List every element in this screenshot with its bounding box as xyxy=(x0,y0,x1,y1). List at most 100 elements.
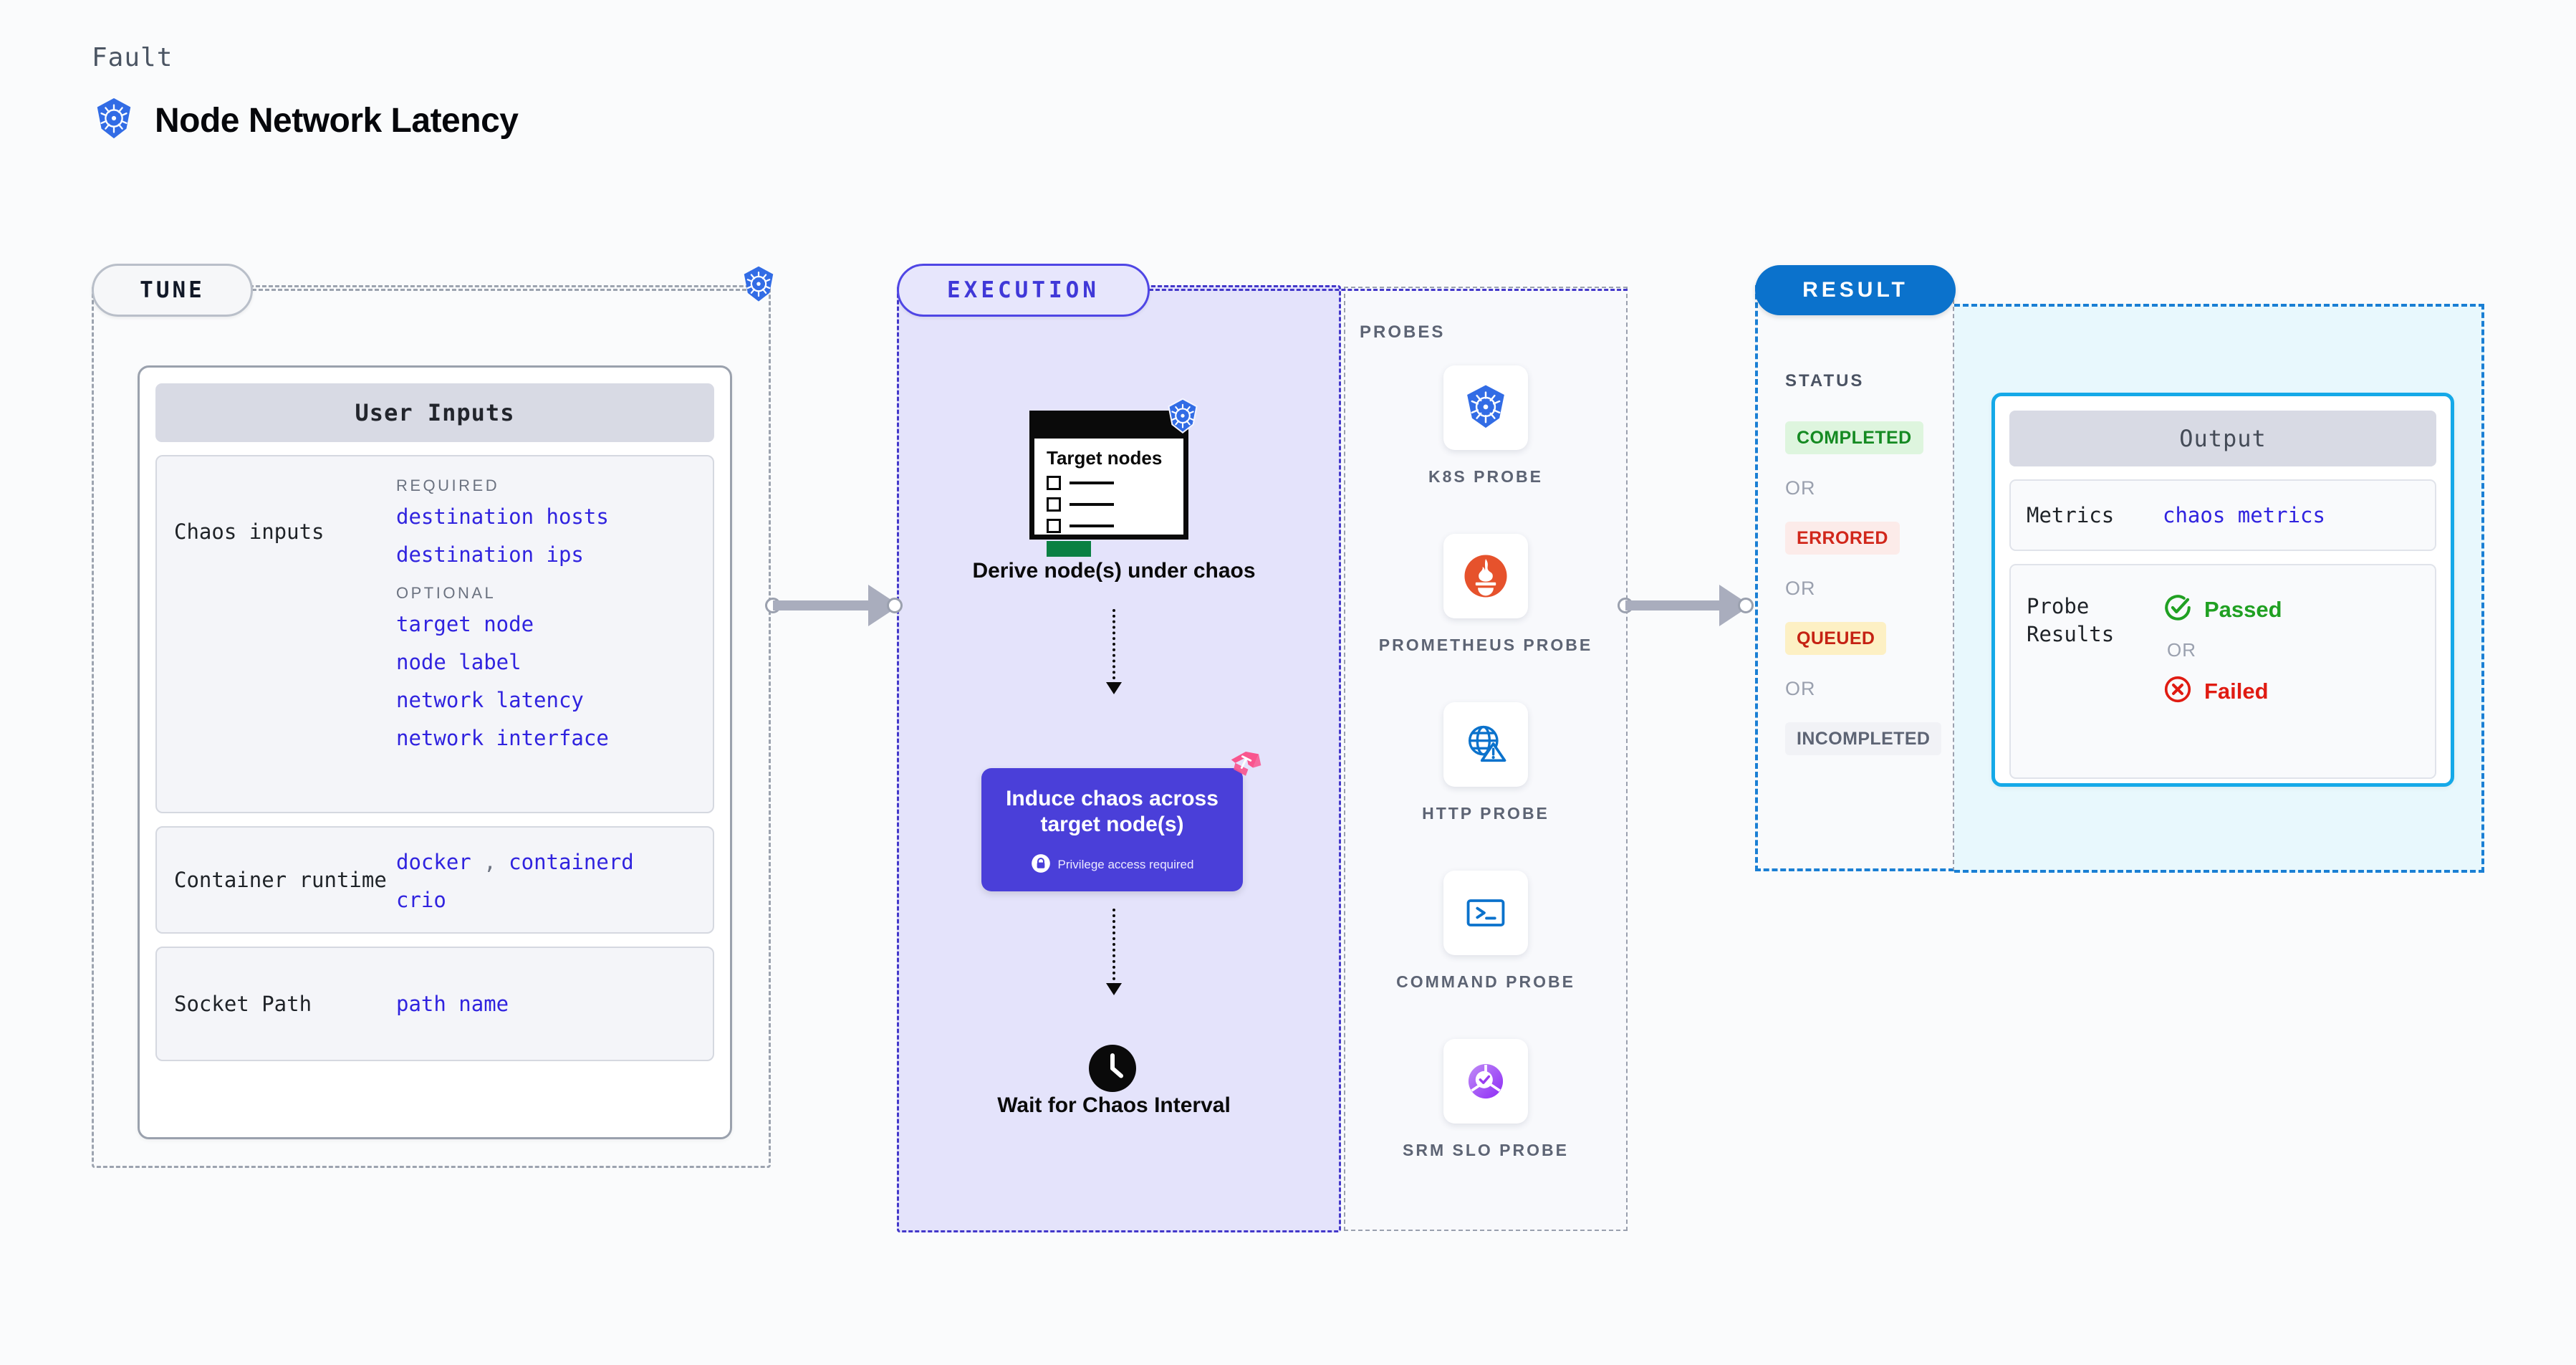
clock-icon xyxy=(1087,1043,1138,1098)
runtime-containerd[interactable]: containerd xyxy=(509,850,634,874)
placeholder-line xyxy=(1070,502,1114,506)
status-badge-errored: ERRORED xyxy=(1785,522,1900,555)
socket-path-value[interactable]: path name xyxy=(396,991,509,1016)
chaos-inputs-key: Chaos inputs xyxy=(174,519,325,544)
or-separator: OR xyxy=(2167,639,2196,661)
input-node-label[interactable]: node label xyxy=(396,650,522,674)
probe-results-key: Probe Results xyxy=(2027,594,2115,647)
input-target-node[interactable]: target node xyxy=(396,612,534,636)
probe-result-passed: Passed xyxy=(2163,593,2282,626)
check-circle-icon xyxy=(2163,593,2193,626)
kubernetes-icon xyxy=(92,97,136,145)
kubernetes-icon xyxy=(739,265,778,307)
output-card: Output Metrics chaos metrics Probe Resul… xyxy=(1991,393,2454,787)
terminal-icon xyxy=(1443,871,1528,955)
probe-failed-label: Failed xyxy=(2204,678,2269,704)
probe-label: HTTP PROBE xyxy=(1422,804,1549,823)
flow-arrow-1-head xyxy=(1106,682,1122,694)
probe-item-prometheus[interactable]: PROMETHEUS PROBE xyxy=(1344,534,1628,656)
required-group-label: REQUIRED xyxy=(396,476,500,494)
execution-pill[interactable]: EXECUTION xyxy=(897,264,1150,317)
checkbox-icon xyxy=(1047,518,1061,533)
tune-region xyxy=(92,285,771,1168)
runtime-values-line-1[interactable]: docker , containerd xyxy=(396,852,698,873)
induce-chaos-card[interactable]: Induce chaos across target node(s) Privi… xyxy=(981,768,1243,891)
eyebrow-label: Fault xyxy=(92,43,173,72)
window-body: Target nodes xyxy=(1047,447,1175,557)
or-separator: OR xyxy=(1785,678,1816,699)
output-title: Output xyxy=(2009,411,2436,466)
probe-result-failed: Failed xyxy=(2163,674,2282,708)
window-titlebar xyxy=(1034,416,1183,439)
induce-chaos-title: Induce chaos across target node(s) xyxy=(1006,786,1219,836)
status-region xyxy=(1755,285,1954,871)
flow-arrow-2 xyxy=(1112,909,1115,986)
probe-results-values: Passed OR Failed xyxy=(2163,593,2282,777)
execution-dashed-connector xyxy=(1149,289,1628,291)
privilege-note: Privilege access required xyxy=(1031,853,1194,877)
input-network-interface[interactable]: network interface xyxy=(396,726,609,750)
srm-slo-donut-icon xyxy=(1443,1039,1528,1124)
socket-path-key: Socket Path xyxy=(174,992,312,1017)
placeholder-line xyxy=(1070,481,1114,484)
placeholder-line xyxy=(1070,524,1114,527)
probe-results-row: Probe Results Passed OR xyxy=(2009,564,2436,779)
metrics-key: Metrics xyxy=(2027,503,2115,527)
or-separator: OR xyxy=(1785,578,1816,599)
target-nodes-figure: Target nodes xyxy=(1029,398,1198,557)
socket-path-values: path name xyxy=(396,991,698,1016)
status-badge-incompleted: INCOMPLETED xyxy=(1785,722,1942,755)
chaos-inputs-block: Chaos inputs REQUIRED destination hosts … xyxy=(155,455,714,813)
probe-label: COMMAND PROBE xyxy=(1396,972,1575,991)
optional-group-label: OPTIONAL xyxy=(396,584,496,602)
node-row xyxy=(1047,518,1175,533)
chaos-inputs-values: REQUIRED destination hosts destination i… xyxy=(396,476,698,749)
input-destination-ips[interactable]: destination ips xyxy=(396,542,584,567)
input-network-latency[interactable]: network latency xyxy=(396,688,584,712)
privilege-note-text: Privilege access required xyxy=(1057,858,1194,871)
tune-pill[interactable]: TUNE xyxy=(92,264,253,317)
confirm-bar xyxy=(1047,540,1091,557)
page-title: Node Network Latency xyxy=(155,102,519,140)
probe-label: SRM SLO PROBE xyxy=(1403,1141,1569,1159)
node-row xyxy=(1047,475,1175,490)
x-circle-icon xyxy=(2163,674,2193,708)
probe-item-http[interactable]: HTTP PROBE xyxy=(1344,702,1628,825)
user-inputs-title: User Inputs xyxy=(155,383,714,442)
connector-execution-to-result xyxy=(1618,583,1754,628)
lock-icon xyxy=(1031,853,1051,877)
node-row xyxy=(1047,497,1175,512)
runtime-docker[interactable]: docker xyxy=(396,850,471,874)
probe-label: PROMETHEUS PROBE xyxy=(1378,636,1593,654)
status-badge-queued: QUEUED xyxy=(1785,622,1887,655)
container-runtime-values: docker , containerd crio xyxy=(396,849,698,911)
probe-item-srm-slo[interactable]: SRM SLO PROBE xyxy=(1344,1039,1628,1162)
kubernetes-icon xyxy=(1443,365,1528,450)
tune-dashed-connector xyxy=(252,289,746,291)
wait-interval-caption: Wait for Chaos Interval xyxy=(997,1093,1231,1117)
input-destination-hosts[interactable]: destination hosts xyxy=(396,504,609,529)
http-globe-warning-icon xyxy=(1443,702,1528,787)
tune-pill-label: TUNE xyxy=(140,277,205,303)
runtime-crio[interactable]: crio xyxy=(396,888,446,912)
target-nodes-heading: Target nodes xyxy=(1047,447,1163,469)
status-title: STATUS xyxy=(1785,371,1865,391)
result-pill[interactable]: RESULT xyxy=(1755,265,1956,315)
container-runtime-block: Container runtime docker , containerd cr… xyxy=(155,826,714,934)
probe-label: K8S PROBE xyxy=(1428,467,1543,486)
kubernetes-icon xyxy=(1164,398,1201,439)
or-separator: OR xyxy=(1785,477,1816,499)
metrics-row: Metrics chaos metrics xyxy=(2009,479,2436,551)
probe-passed-label: Passed xyxy=(2204,596,2282,622)
derive-nodes-caption: Derive node(s) under chaos xyxy=(972,559,1256,583)
probe-item-k8s[interactable]: K8S PROBE xyxy=(1344,365,1628,488)
probe-item-command[interactable]: COMMAND PROBE xyxy=(1344,871,1628,993)
metrics-value[interactable]: chaos metrics xyxy=(2163,503,2325,527)
runtime-separator: , xyxy=(484,850,496,874)
prometheus-icon xyxy=(1443,534,1528,618)
socket-path-block: Socket Path path name xyxy=(155,947,714,1061)
status-badge-completed: COMPLETED xyxy=(1785,421,1923,454)
container-runtime-key: Container runtime xyxy=(174,868,387,893)
result-dashed-connector xyxy=(1954,304,2484,307)
flow-arrow-1 xyxy=(1112,609,1115,685)
